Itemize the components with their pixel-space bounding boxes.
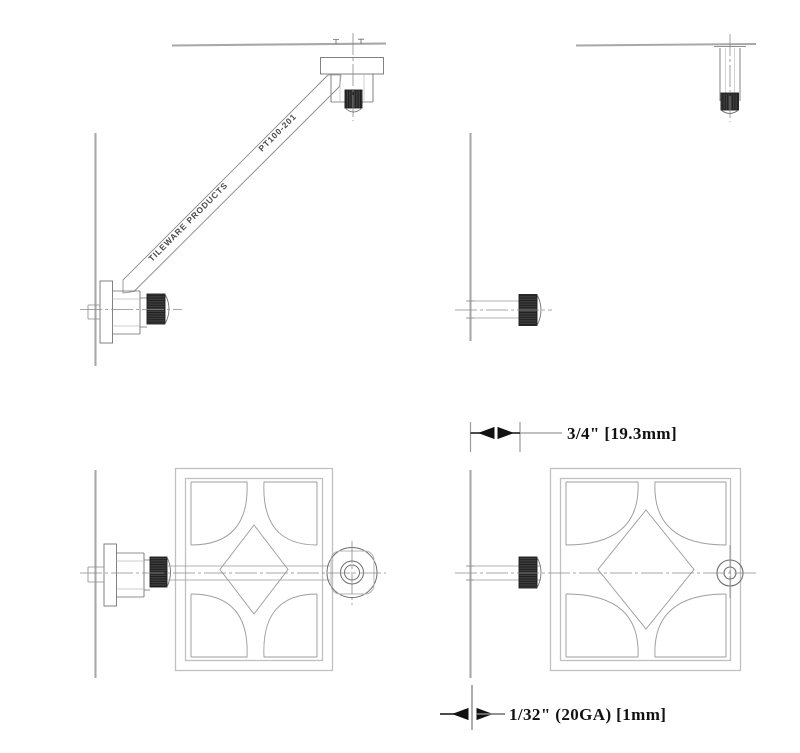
view-plan-right: [455, 467, 756, 678]
wall-flange: [87, 280, 147, 344]
vertical-post: [714, 46, 746, 101]
knurled-cap-plan-right: [518, 556, 542, 589]
dimension-thickness-text: 1/32" (20GA) [1mm]: [509, 705, 666, 724]
tile-pattern-left: [190, 481, 318, 658]
dimension-standoff-text: 3/4" [19.3mm]: [567, 424, 677, 443]
wall-flange-plan-left: [87, 543, 150, 607]
view-end-right: [575, 34, 757, 122]
bar-shaft-middle: [466, 300, 521, 319]
dimension-standoff: 3/4" [19.3mm]: [469, 422, 677, 452]
bar-shaft-left: [167, 565, 330, 581]
tile-pattern-right: [565, 481, 727, 658]
knurled-cap-plan-left: [149, 556, 171, 588]
dimension-thickness: 1/32" (20GA) [1mm]: [440, 685, 666, 730]
diagonal-bar: [122, 74, 340, 292]
knurled-cap-wall: [146, 293, 170, 325]
diagonal-bar-ends: [122, 74, 342, 294]
view-end-middle: [455, 133, 552, 341]
ceiling-line: [171, 42, 387, 47]
view-plan-left: [80, 467, 386, 678]
tile-plate-left: [174, 467, 334, 672]
tile-plate-right: [549, 467, 742, 672]
knurled-cap-ceiling: [344, 89, 363, 113]
ceiling-line-right: [575, 42, 757, 47]
